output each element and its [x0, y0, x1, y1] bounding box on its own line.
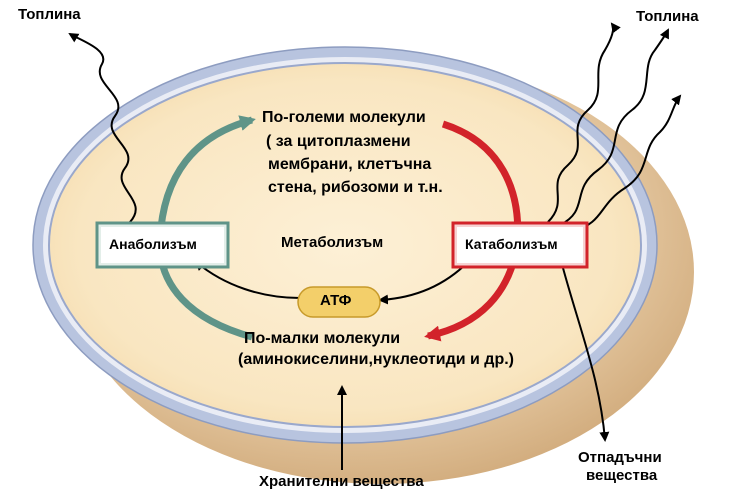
metabolism-label: Метаболизъм	[281, 234, 384, 251]
large-molecules-line-2: ( за цитоплазмени	[266, 133, 411, 150]
heat-label-left: Топлина	[18, 6, 81, 23]
catabolism-box-inner	[457, 227, 583, 263]
waste-arrow	[562, 267, 610, 442]
catabolism-label: Катаболизъм	[465, 236, 558, 252]
atp-to-anabolism-arrow	[194, 260, 301, 299]
small-molecules-line-1: По-малки молекули	[244, 330, 401, 347]
waste-line-2: вещества	[586, 467, 658, 484]
large-molecules-line-1: По-големи молекули	[262, 109, 426, 126]
heat-label-right: Топлина	[636, 8, 699, 25]
large-molecules-line-4: стена, рибозоми и т.н.	[268, 179, 443, 196]
nutrients-label: Хранителни вещества	[259, 473, 424, 490]
catabolism-to-atp-arrow	[378, 261, 469, 305]
heat-arrow-right-3	[571, 94, 682, 233]
heat-arrow-right-2	[559, 28, 669, 226]
heat-arrow-left	[68, 32, 137, 223]
anabolism-box-inner	[101, 227, 224, 263]
waste-line-1: Отпадъчни	[578, 449, 662, 466]
heat-arrow-right-1	[547, 22, 621, 223]
small-molecules-line-2: (аминокиселини,нуклеотиди и др.)	[238, 351, 515, 368]
atp-label: АТФ	[320, 292, 352, 309]
anabolism-label: Анаболизъм	[109, 236, 197, 252]
atp-capsule	[297, 286, 381, 318]
large-molecules-line-3: мембрани, клетъчна	[268, 156, 432, 173]
